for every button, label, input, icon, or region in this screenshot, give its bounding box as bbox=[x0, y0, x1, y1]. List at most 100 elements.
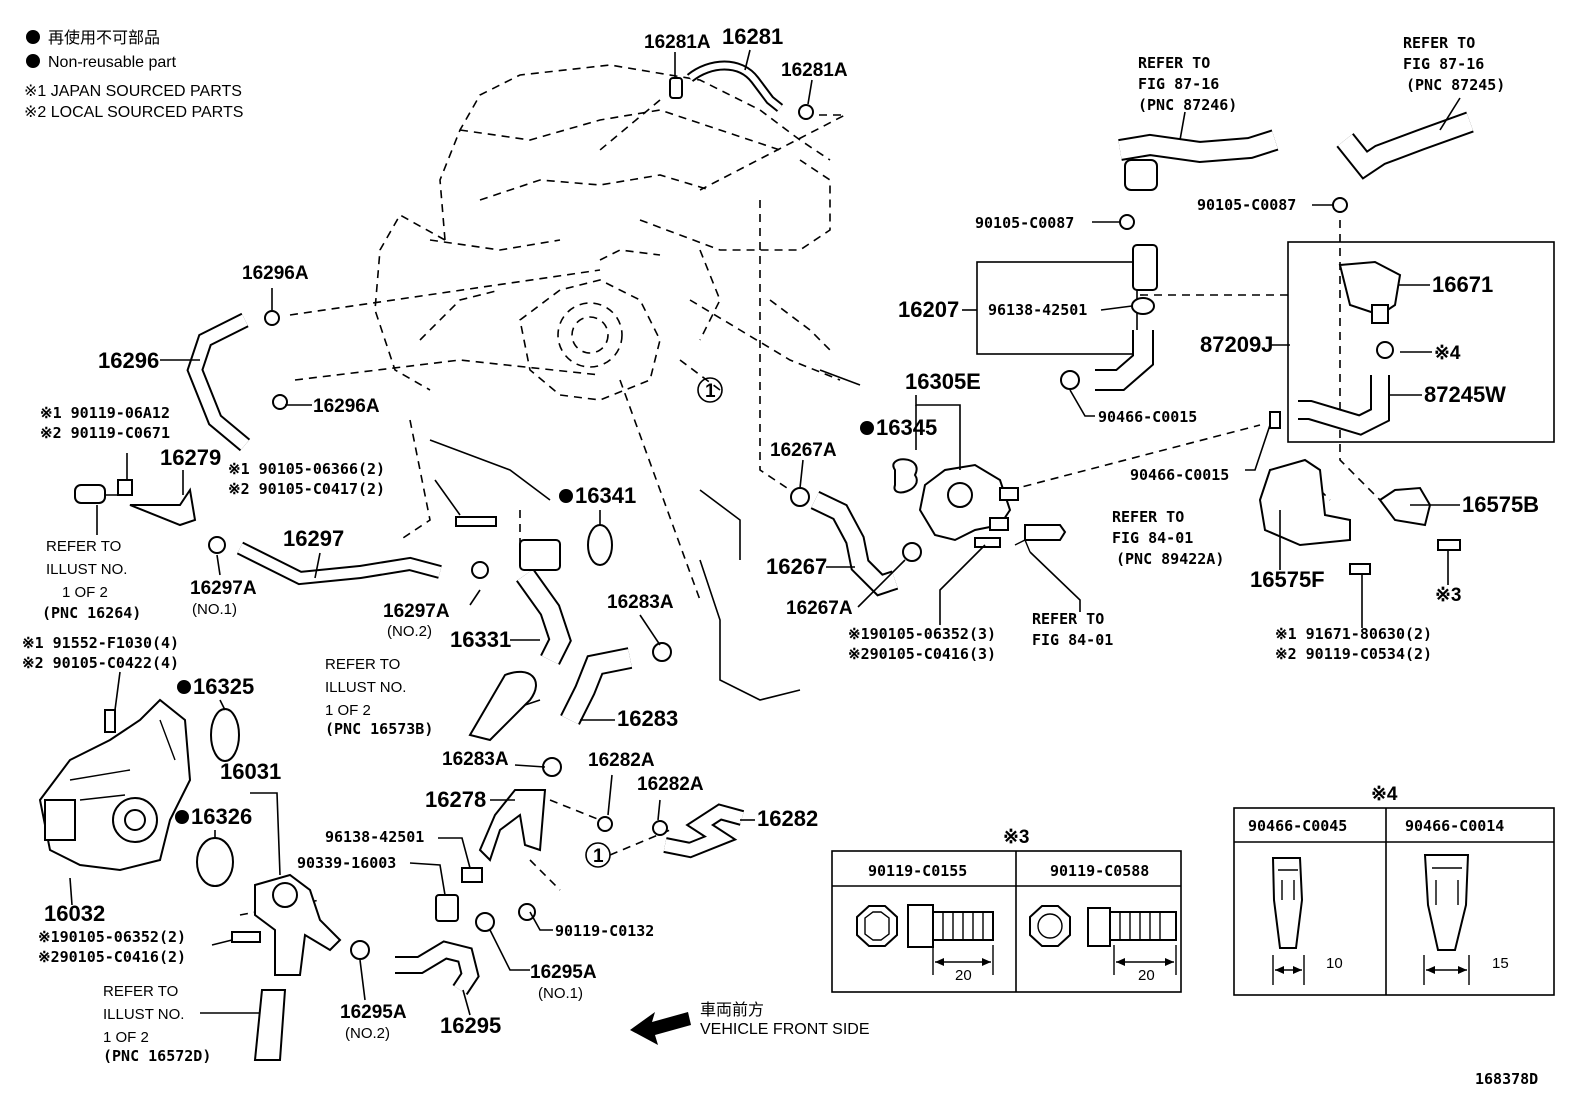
clamp-16283A-bottom bbox=[542, 757, 562, 777]
front-arrow-icon bbox=[630, 1012, 691, 1045]
table3-dim2: 20 bbox=[1138, 967, 1155, 984]
table4-col2: 90466-C0014 bbox=[1405, 817, 1504, 835]
label-16297A-1: 16297A bbox=[190, 578, 257, 599]
label-n1-91552: ※1 91552-F1030(4) bbox=[22, 634, 179, 652]
label-refer3d: (PNC 16572D) bbox=[103, 1047, 211, 1065]
clip-icon-c0014 bbox=[1423, 854, 1470, 951]
clamp-16297A-2 bbox=[471, 561, 489, 579]
label-16295A-1-sub: (NO.1) bbox=[538, 985, 583, 1002]
label-16282A-b: 16282A bbox=[637, 774, 704, 795]
label-n1-91671: ※1 91671-80630(2) bbox=[1275, 625, 1432, 643]
label-16295: 16295 bbox=[440, 1013, 501, 1038]
clamp-90466-C0015-b bbox=[1269, 411, 1281, 429]
table3-mark: ※3 bbox=[1003, 827, 1030, 848]
label-refer1d: (PNC 16264) bbox=[42, 604, 141, 622]
label-90339-16003: 90339-16003 bbox=[297, 854, 396, 872]
nonreusable-dot-icon bbox=[175, 810, 189, 824]
label-16297A-1-sub: (NO.1) bbox=[192, 601, 237, 618]
label-16295A-2: 16295A bbox=[340, 1002, 407, 1023]
label-16267A-b: 16267A bbox=[786, 598, 853, 619]
clip-96138-42501-upper bbox=[1131, 297, 1155, 315]
label-n2-90105-C0417: ※2 90105-C0417(2) bbox=[228, 480, 385, 498]
label-n2-90105-C0416-a: ※290105-C0416(3) bbox=[848, 645, 996, 663]
label-16325: 16325 bbox=[193, 674, 254, 699]
clip-icon-c0045 bbox=[1271, 857, 1304, 949]
clamp-16297A-1 bbox=[208, 536, 226, 554]
gasket-16325 bbox=[210, 708, 240, 762]
oring-16326 bbox=[196, 837, 234, 887]
bracket-16575B bbox=[1378, 486, 1432, 527]
label-ref84: REFER TO bbox=[1112, 508, 1184, 526]
label-refer1b: ILLUST NO. bbox=[46, 561, 127, 578]
label-16281: 16281 bbox=[722, 24, 783, 49]
pipe-16572D bbox=[253, 989, 287, 1061]
ref-circle-1-top bbox=[697, 377, 723, 403]
label-ref84b: FIG 84-01 bbox=[1112, 529, 1193, 547]
label-refer2d: (PNC 16573B) bbox=[325, 720, 433, 738]
label-mark4-callout: ※4 bbox=[1434, 343, 1461, 364]
engine-outline bbox=[374, 64, 861, 721]
label-front-jp: 車両前方 bbox=[700, 1001, 764, 1019]
label-n1-90105-06352-b: ※190105-06352(2) bbox=[38, 928, 186, 946]
label-16207: 16207 bbox=[898, 297, 959, 322]
bolt-3 bbox=[1437, 539, 1461, 551]
label-n2-90105-C0416-b: ※290105-C0416(2) bbox=[38, 948, 186, 966]
legend-note2: ※2 LOCAL SOURCED PARTS bbox=[24, 104, 243, 121]
hex-bolt-icon bbox=[856, 904, 994, 948]
ref-circle-1-bottom bbox=[585, 842, 611, 868]
label-refer3c: 1 OF 2 bbox=[103, 1029, 149, 1046]
clamp-16281A-left bbox=[669, 77, 683, 99]
bolt-90105-06366 bbox=[455, 516, 497, 527]
water-outlet bbox=[519, 539, 561, 571]
table3-dim1: 20 bbox=[955, 967, 972, 984]
label-16283A-a: 16283A bbox=[607, 592, 674, 613]
label-mark3-callout: ※3 bbox=[1435, 585, 1462, 606]
nonreusable-dot-icon bbox=[26, 54, 40, 68]
label-refer1: REFER TO bbox=[46, 538, 121, 555]
label-16281A-b: 16281A bbox=[781, 60, 848, 81]
label-87209J: 87209J bbox=[1200, 332, 1273, 357]
label-16295A-1: 16295A bbox=[530, 962, 597, 983]
label-n1-90119-06A12: ※1 90119-06A12 bbox=[40, 404, 170, 422]
table-mark3: ※3 90119-C0155 90119-C0588 20 20 bbox=[831, 827, 1182, 993]
valve-16207 bbox=[1132, 244, 1158, 291]
legend-note1: ※1 JAPAN SOURCED PARTS bbox=[24, 83, 242, 100]
legend-jp: 再使用不可部品 bbox=[48, 29, 160, 47]
label-ref87-16a: REFER TO bbox=[1138, 54, 1210, 72]
label-16331: 16331 bbox=[450, 627, 511, 652]
label-16278: 16278 bbox=[425, 787, 486, 812]
label-16297A-2-sub: (NO.2) bbox=[387, 623, 432, 640]
label-ref84-2b: FIG 84-01 bbox=[1032, 631, 1113, 649]
table4-dim2: 15 bbox=[1492, 955, 1509, 972]
legend-en: Non-reusable part bbox=[48, 54, 177, 71]
label-16282: 16282 bbox=[757, 806, 818, 831]
nonreusable-dot-icon bbox=[177, 680, 191, 694]
table4-dim1: 10 bbox=[1326, 955, 1343, 972]
label-refer1c: 1 OF 2 bbox=[62, 584, 108, 601]
label-leaders bbox=[69, 49, 1461, 1016]
figure-id: 168378D bbox=[1475, 1070, 1538, 1088]
connector-87246 bbox=[1124, 159, 1158, 191]
label-16279: 16279 bbox=[160, 445, 221, 470]
label-ref84-2: REFER TO bbox=[1032, 610, 1104, 628]
bolt-90105-C0087-a bbox=[1119, 214, 1135, 230]
label-16341: 16341 bbox=[575, 483, 636, 508]
pipe-16573B bbox=[468, 670, 537, 742]
bolt-90105-06352-lower bbox=[231, 931, 261, 943]
valve-16671 bbox=[1338, 260, 1402, 317]
label-16267: 16267 bbox=[766, 554, 827, 579]
label-96138-42501-b: 96138-42501 bbox=[325, 828, 424, 846]
label-16345: 16345 bbox=[876, 415, 937, 440]
label-ref87-16b: REFER TO bbox=[1403, 34, 1475, 52]
label-16032: 16032 bbox=[44, 901, 105, 926]
label-ref87-16b2: FIG 87-16 bbox=[1403, 55, 1484, 73]
label-refer2c: 1 OF 2 bbox=[325, 702, 371, 719]
sensor-89422A bbox=[1024, 524, 1067, 541]
clamp-16296A-top bbox=[264, 310, 280, 326]
label-16283: 16283 bbox=[617, 706, 678, 731]
bolt-90105-06352-upper bbox=[974, 537, 1001, 548]
bolt-91552-F1030 bbox=[104, 709, 116, 733]
label-90119-C0132: 90119-C0132 bbox=[555, 922, 654, 940]
water-outlet-16305E bbox=[918, 463, 1019, 542]
pipe-16278 bbox=[478, 789, 547, 862]
